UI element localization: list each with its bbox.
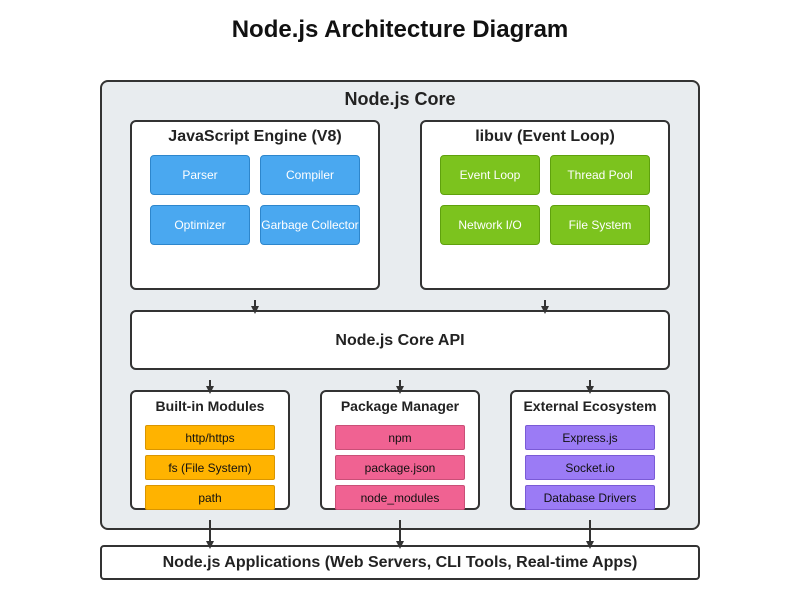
core-api-label: Node.js Core API [335, 332, 465, 349]
ecosystem-express: Express.js [525, 425, 655, 450]
package-json: package.json [335, 455, 465, 480]
v8-engine-title: JavaScript Engine (V8) [168, 128, 342, 145]
builtin-modules-title: Built-in Modules [155, 398, 265, 414]
package-manager-panel: Package Manager npm package.json node_mo… [320, 390, 480, 510]
libuv-network-io: Network I/O [440, 205, 540, 245]
libuv-panel: libuv (Event Loop) Event Loop Thread Poo… [420, 120, 670, 290]
v8-parser: Parser [150, 155, 250, 195]
ecosystem-db-drivers: Database Drivers [525, 485, 655, 510]
package-node-modules: node_modules [335, 485, 465, 510]
builtin-modules-panel: Built-in Modules http/https fs (File Sys… [130, 390, 290, 510]
ecosystem-socketio: Socket.io [525, 455, 655, 480]
nodejs-core-title: Node.js Core [344, 89, 456, 109]
libuv-title: libuv (Event Loop) [475, 128, 615, 145]
package-manager-title: Package Manager [340, 398, 460, 414]
package-npm: npm [335, 425, 465, 450]
builtin-path: path [145, 485, 275, 510]
nodejs-applications-panel: Node.js Applications (Web Servers, CLI T… [100, 545, 700, 580]
builtin-http: http/https [145, 425, 275, 450]
external-ecosystem-panel: External Ecosystem Express.js Socket.io … [510, 390, 670, 510]
libuv-thread-pool: Thread Pool [550, 155, 650, 195]
core-api-panel: Node.js Core API [130, 310, 670, 370]
nodejs-applications-label: Node.js Applications (Web Servers, CLI T… [162, 554, 638, 571]
libuv-event-loop: Event Loop [440, 155, 540, 195]
v8-engine-panel: JavaScript Engine (V8) Parser Compiler O… [130, 120, 380, 290]
builtin-fs: fs (File System) [145, 455, 275, 480]
diagram-title: Node.js Architecture Diagram [231, 16, 569, 43]
external-ecosystem-title: External Ecosystem [523, 398, 657, 414]
v8-garbage-collector: Garbage Collector [260, 205, 360, 245]
v8-optimizer: Optimizer [150, 205, 250, 245]
v8-compiler: Compiler [260, 155, 360, 195]
libuv-file-system: File System [550, 205, 650, 245]
